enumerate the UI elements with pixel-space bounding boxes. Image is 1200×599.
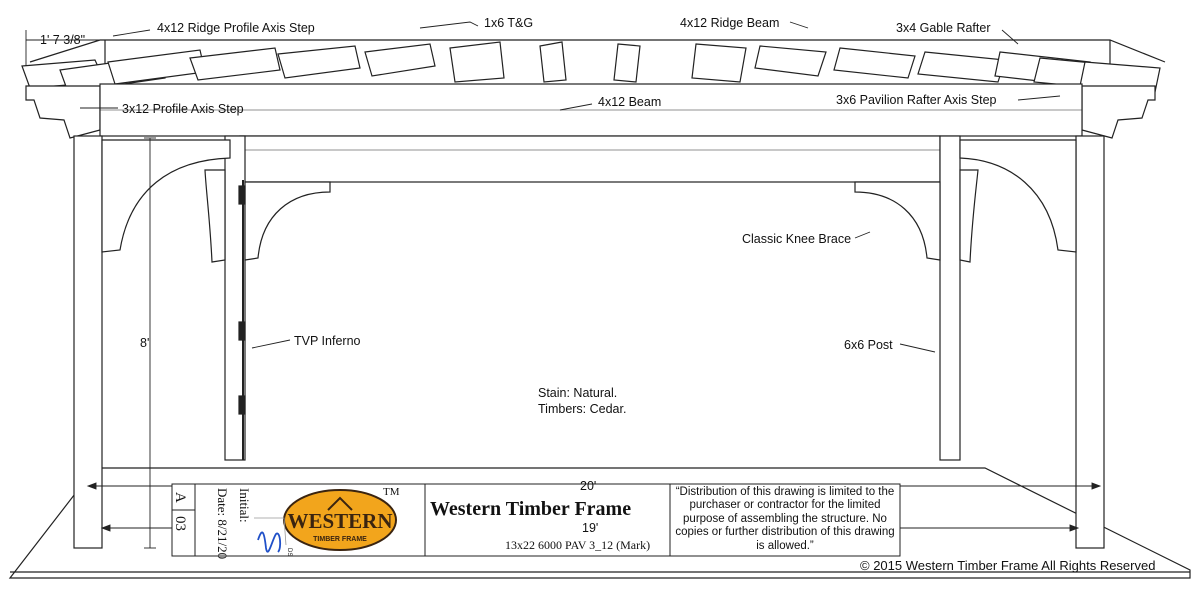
post-right-outer xyxy=(1075,135,1105,549)
initial-signature: DS xyxy=(254,517,292,556)
dimension-inner-width: 19' xyxy=(582,521,598,535)
drawing-id: 13x22 6000 PAV 3_12 (Mark) xyxy=(505,538,650,552)
label-pavilion-rafter-axis-step: 3x6 Pavilion Rafter Axis Step xyxy=(836,93,997,107)
copyright: © 2015 Western Timber Frame All Rights R… xyxy=(860,558,1156,573)
western-logo: WESTERN TIMBER FRAME xyxy=(283,489,397,551)
profile-axis-step-right xyxy=(1081,85,1156,139)
label-ridge-profile-axis-step: 4x12 Ridge Profile Axis Step xyxy=(157,21,315,35)
company-name: Western Timber Frame xyxy=(430,498,631,520)
leader-lines xyxy=(80,21,1061,353)
label-beam: 4x12 Beam xyxy=(598,95,661,109)
label-ridge-beam: 4x12 Ridge Beam xyxy=(680,16,779,30)
knee-brace-left xyxy=(101,139,331,263)
post-left-outer xyxy=(73,135,103,549)
dimension-overhang: 1' 7 3/8" xyxy=(40,33,85,47)
date-label: Date: 8/21/20 xyxy=(215,488,230,559)
post-right-inner xyxy=(939,135,961,461)
revision-letter: A xyxy=(172,492,188,503)
height-dimension xyxy=(144,137,156,549)
beam-4x12 xyxy=(99,83,1083,183)
logo-wordmark: WESTERN xyxy=(287,509,392,533)
post-left-inner xyxy=(224,135,246,461)
dimension-overall-width: 20' xyxy=(580,479,596,493)
label-post: 6x6 Post xyxy=(844,338,893,352)
tvp-panel xyxy=(238,180,246,460)
ds-mark: DS xyxy=(286,548,292,556)
trademark-mark: TM xyxy=(383,486,400,498)
note-timbers: Timbers: Cedar. xyxy=(538,402,626,416)
label-gable-rafter: 3x4 Gable Rafter xyxy=(896,21,991,35)
sheet-number: 03 xyxy=(172,516,188,531)
label-t-and-g: 1x6 T&G xyxy=(484,16,533,30)
rafter-tails xyxy=(21,41,1161,93)
distribution-notice: “Distribution of this drawing is limited… xyxy=(675,486,895,552)
label-profile-axis-step: 3x12 Profile Axis Step xyxy=(122,102,244,116)
overhang-dimension xyxy=(25,30,112,66)
label-knee-brace: Classic Knee Brace xyxy=(742,232,851,246)
knee-brace-right xyxy=(854,139,1077,263)
label-tvp: TVP Inferno xyxy=(294,334,361,348)
note-stain: Stain: Natural. xyxy=(538,386,617,400)
logo-subtitle: TIMBER FRAME xyxy=(313,536,367,543)
dimension-height: 8' xyxy=(140,336,149,350)
initial-label: Initial: xyxy=(237,488,252,523)
profile-axis-step-left xyxy=(25,85,101,139)
